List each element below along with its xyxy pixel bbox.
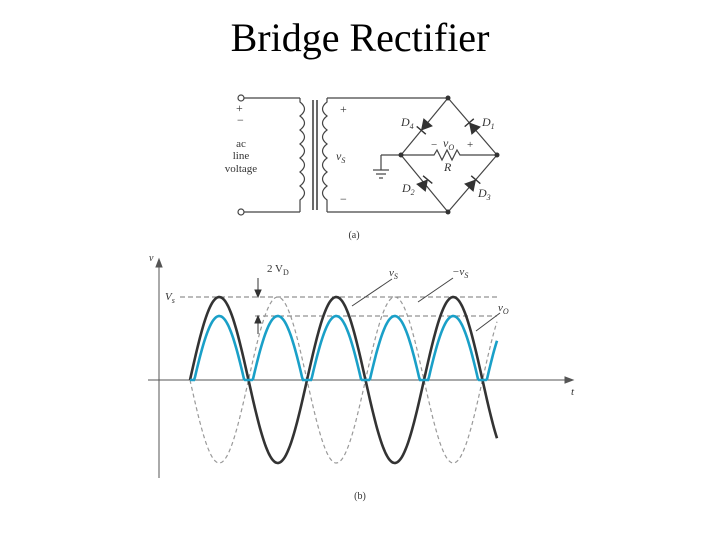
diode-d4-label: D4 [400, 115, 414, 131]
vs-peak-label: Vs [165, 291, 175, 305]
bridge-node-right [494, 152, 500, 158]
load-resistor [401, 148, 497, 162]
drop-annotation [254, 278, 262, 334]
diode-d2-symbol [416, 175, 433, 192]
source-label-line2: line [233, 150, 250, 162]
neg-vs-callout-line [417, 277, 454, 303]
neg-vs-curve [189, 296, 498, 464]
load-resistor-label: R [443, 160, 452, 174]
caption-b: (b) [354, 491, 366, 502]
bridge-node-left [398, 152, 404, 158]
t-axis-arrow [564, 376, 575, 384]
vs-callout-line [351, 278, 393, 307]
source-plus-label: + [236, 101, 243, 115]
diode-d3-label: D3 [477, 186, 491, 202]
drop-label: 2 VD [267, 263, 289, 277]
v-axis-label: v [149, 253, 154, 264]
diode-d3-symbol [464, 175, 481, 192]
output-voltage-label: vO [443, 136, 454, 152]
output-plus-label: + [467, 139, 473, 151]
secondary-minus-label: − [340, 192, 347, 206]
diode-d1-label: D1 [481, 115, 495, 131]
source-terminal-bottom [237, 208, 245, 216]
diode-d1-symbol [464, 118, 481, 135]
source-label-line1: ac [236, 138, 246, 150]
source-label-line3: voltage [225, 163, 257, 175]
bridge-circuit [237, 94, 498, 216]
source-minus-label: − [237, 113, 244, 127]
vo-curve [190, 314, 499, 382]
v-axis-arrow [155, 257, 163, 268]
vs-curve [188, 295, 499, 465]
secondary-winding [321, 98, 328, 212]
bridge-node-bottom [445, 209, 451, 215]
vo-callout-line [475, 312, 501, 332]
diode-d2-label: D2 [401, 181, 415, 197]
vo-callout-label: vO [498, 302, 509, 316]
secondary-plus-label: + [340, 102, 347, 116]
bridge-node-top [445, 95, 451, 101]
output-minus-label: − [431, 139, 437, 151]
vs-callout-label: vS [389, 267, 398, 281]
diode-d4-symbol [416, 118, 433, 135]
neg-vs-callout-label: −vS [452, 266, 468, 280]
waveform-axes [148, 257, 575, 478]
t-axis-label: t [571, 386, 575, 398]
slide-title: Bridge Rectifier [230, 15, 490, 60]
secondary-voltage-label: vS [336, 149, 345, 165]
primary-winding [299, 98, 306, 212]
caption-a: (a) [348, 230, 359, 241]
